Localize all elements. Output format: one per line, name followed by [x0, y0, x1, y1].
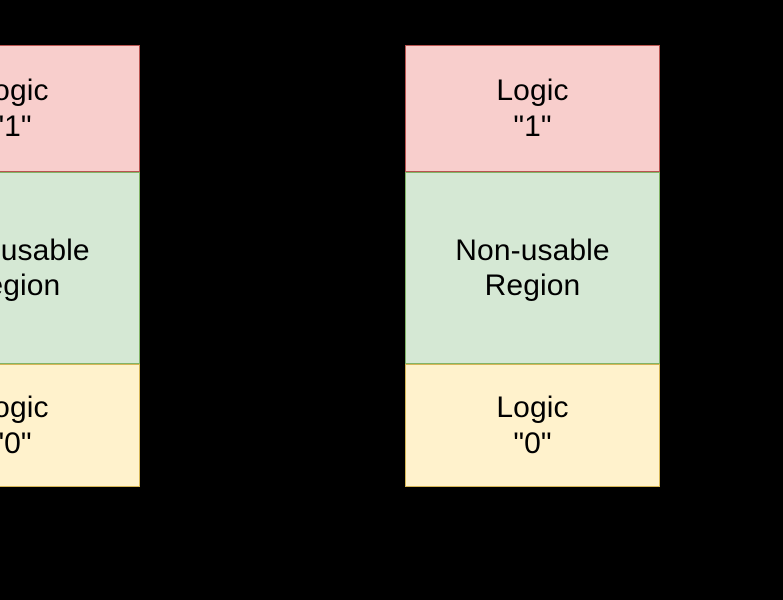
logic-level-column-left: Logic "1" Non-usable Region Logic "0"	[0, 45, 140, 487]
logic-level-column-right: Logic "1" Non-usable Region Logic "0"	[405, 45, 660, 487]
band-non-usable-right[interactable]: Non-usable Region	[405, 172, 660, 364]
band-label-logic-low-right: Logic "0"	[496, 391, 569, 460]
band-logic-low-left[interactable]: Logic "0"	[0, 364, 140, 487]
band-logic-high-right[interactable]: Logic "1"	[405, 45, 660, 172]
band-logic-high-left[interactable]: Logic "1"	[0, 45, 140, 172]
band-label-logic-high-left: Logic "1"	[0, 74, 49, 143]
band-non-usable-left[interactable]: Non-usable Region	[0, 172, 140, 364]
band-label-non-usable-left: Non-usable Region	[0, 233, 90, 302]
band-label-logic-high-right: Logic "1"	[496, 74, 569, 143]
band-label-non-usable-right: Non-usable Region	[455, 233, 610, 302]
band-label-logic-low-left: Logic "0"	[0, 391, 49, 460]
band-logic-low-right[interactable]: Logic "0"	[405, 364, 660, 487]
